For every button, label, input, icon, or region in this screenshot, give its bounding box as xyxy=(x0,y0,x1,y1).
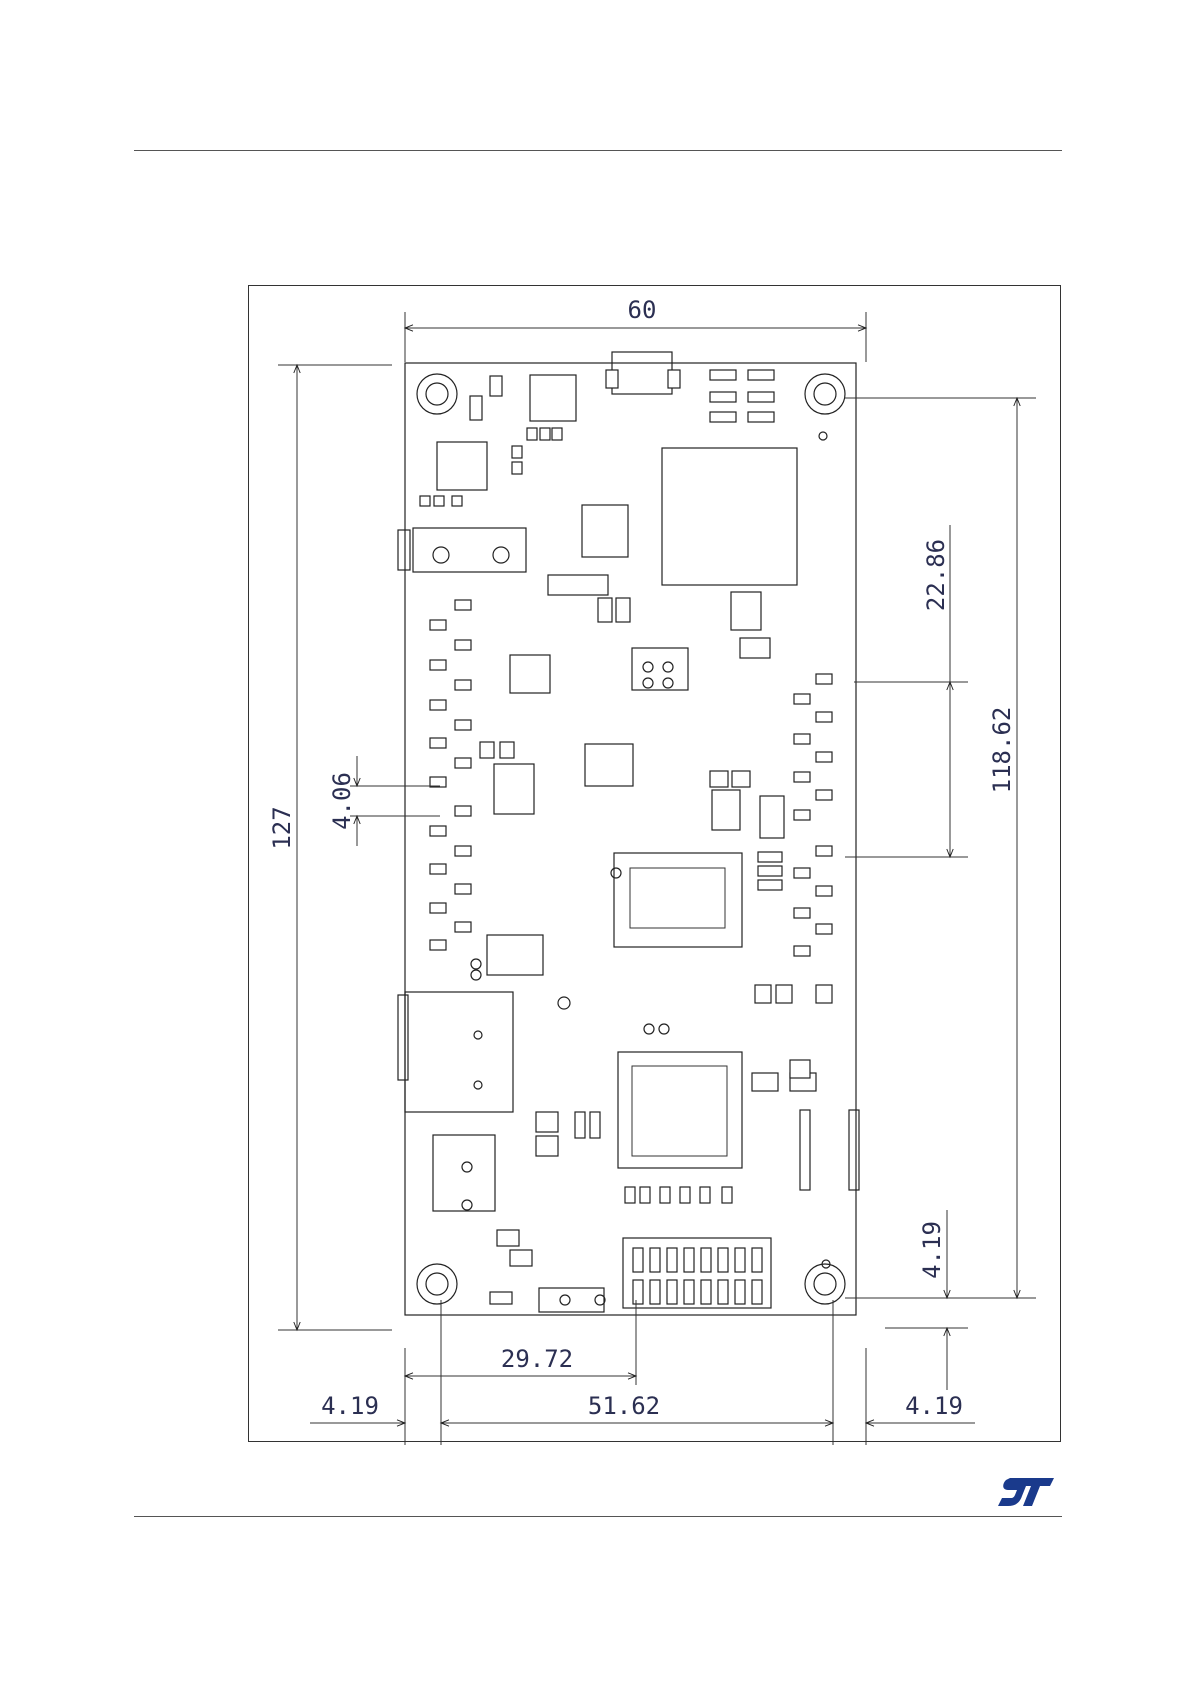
dim-hole-offset-right: 4.19 xyxy=(905,1392,963,1420)
regulator xyxy=(585,744,633,786)
dim-width: 60 xyxy=(628,296,657,324)
mounting-hole xyxy=(805,374,845,414)
edge-connector-right xyxy=(794,674,832,956)
ic-bga-mid xyxy=(614,853,742,947)
switch-bottom-left xyxy=(433,1135,495,1211)
edge-connector-left xyxy=(430,600,471,950)
mounting-holes xyxy=(417,374,845,1304)
bottom-connector-pins xyxy=(633,1248,762,1304)
header-3pin xyxy=(632,648,688,690)
dim-mount-vertical: 118.62 xyxy=(988,707,1016,794)
dim-usb-offset: 29.72 xyxy=(501,1345,573,1373)
usb-connector-top xyxy=(612,352,672,394)
module-large xyxy=(662,448,797,585)
audio-jack xyxy=(413,528,526,572)
passive-pads xyxy=(420,370,832,1304)
ic-top-left xyxy=(437,442,487,490)
ic-qfn-mid xyxy=(510,655,550,693)
mounting-hole xyxy=(417,374,457,414)
ic-square-top xyxy=(530,375,576,421)
dim-connector-pitch: 4.06 xyxy=(328,772,356,830)
dim-connector-block: 22.86 xyxy=(922,539,950,611)
dim-hole-offset-bottom: 4.19 xyxy=(918,1221,946,1279)
ic-small-left xyxy=(487,935,543,975)
ic-reg-left xyxy=(494,764,534,814)
usb-connector-bottom xyxy=(539,1288,604,1312)
components xyxy=(405,352,797,1312)
connector-bottom xyxy=(623,1238,771,1308)
mounting-hole xyxy=(805,1264,845,1304)
dim-hole-offset-left: 4.19 xyxy=(321,1392,379,1420)
ic-qfp-top xyxy=(582,505,628,557)
st-logo-icon xyxy=(996,1474,1056,1510)
dim-mount-horizontal: 51.62 xyxy=(588,1392,660,1420)
ic-bga-large xyxy=(618,1052,742,1168)
dim-height: 127 xyxy=(268,806,296,849)
sd-card-slot xyxy=(405,992,513,1112)
mounting-hole xyxy=(417,1264,457,1304)
